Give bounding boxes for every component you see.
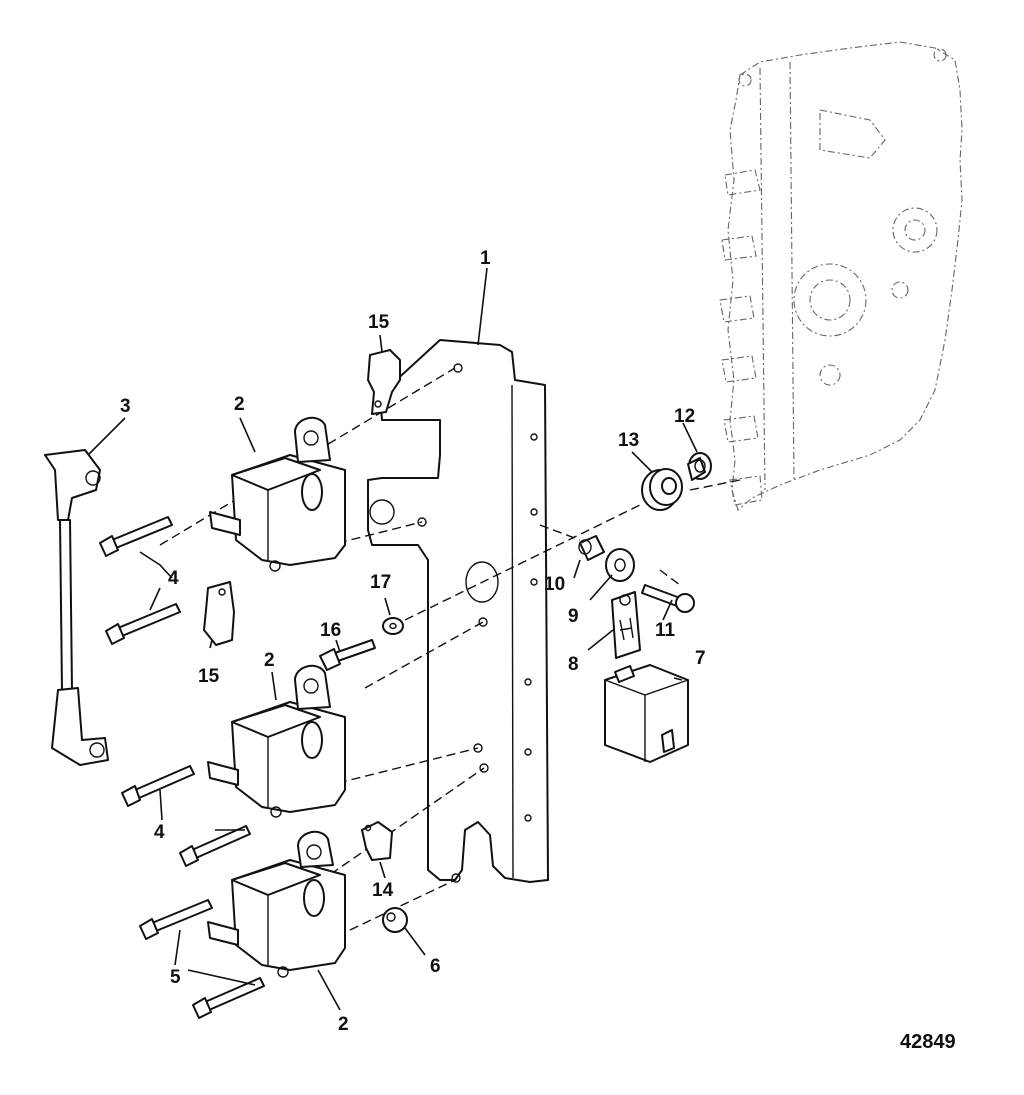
- bolt-group: [99, 516, 376, 1019]
- spacer-6: [382, 907, 408, 933]
- bushing-12: [687, 452, 712, 481]
- callout-12: 12: [674, 406, 695, 427]
- bolt-4-b: [105, 603, 181, 645]
- ignition-coil-bottom: [207, 830, 346, 978]
- ignition-coil-top: [209, 416, 346, 572]
- mounting-plate: [367, 339, 549, 883]
- callout-2: 2: [264, 650, 275, 671]
- callout-17: 17: [370, 572, 391, 593]
- bushing-10: [578, 535, 605, 561]
- spacer-6-bore: [386, 912, 396, 922]
- clip-8: [611, 591, 641, 659]
- relay-7: [604, 664, 689, 763]
- leader-lines: [87, 267, 698, 1011]
- washer-17: [382, 617, 404, 635]
- bolt-4-c: [121, 765, 195, 807]
- callout-4: 4: [168, 568, 179, 589]
- callout-4: 4: [154, 822, 165, 843]
- engine-block-ghost: [719, 41, 963, 511]
- grommet-13: [641, 468, 683, 511]
- callout-15: 15: [198, 666, 220, 687]
- bolt-5-b: [192, 977, 265, 1019]
- callout-1: 1: [480, 248, 491, 269]
- callout-14: 14: [372, 880, 394, 901]
- callout-7: 7: [695, 648, 706, 669]
- callout-9: 9: [568, 606, 579, 627]
- callout-16: 16: [320, 620, 341, 641]
- bolt-4-a: [99, 516, 173, 557]
- callout-10: 10: [544, 574, 565, 595]
- callout-15: 15: [368, 312, 390, 333]
- figure-number: 42849: [900, 1031, 956, 1053]
- screw-11: [641, 584, 695, 613]
- callout-labels: 1 2 2 2 3 4 4 5 6 7 8 9 10 11 12 13 14 1…: [120, 248, 706, 1035]
- callout-6: 6: [430, 956, 441, 977]
- ignition-coil-middle: [207, 664, 346, 818]
- callout-13: 13: [618, 430, 639, 451]
- callout-11: 11: [655, 620, 676, 641]
- bolt-16: [319, 639, 376, 671]
- callout-2: 2: [234, 394, 245, 415]
- bolt-4-d: [179, 825, 251, 867]
- callout-8: 8: [568, 654, 579, 675]
- callout-5: 5: [170, 967, 181, 988]
- washer-17-hole: [389, 622, 397, 630]
- callout-2: 2: [338, 1014, 349, 1035]
- spark-plug-lead: [44, 449, 109, 766]
- clamp-14: [361, 821, 393, 861]
- grommet-9: [605, 548, 635, 582]
- bolt-5-a: [139, 899, 213, 940]
- callout-3: 3: [120, 396, 131, 417]
- clamp-15-top: [367, 349, 401, 415]
- clamp-15-bottom: [203, 581, 235, 646]
